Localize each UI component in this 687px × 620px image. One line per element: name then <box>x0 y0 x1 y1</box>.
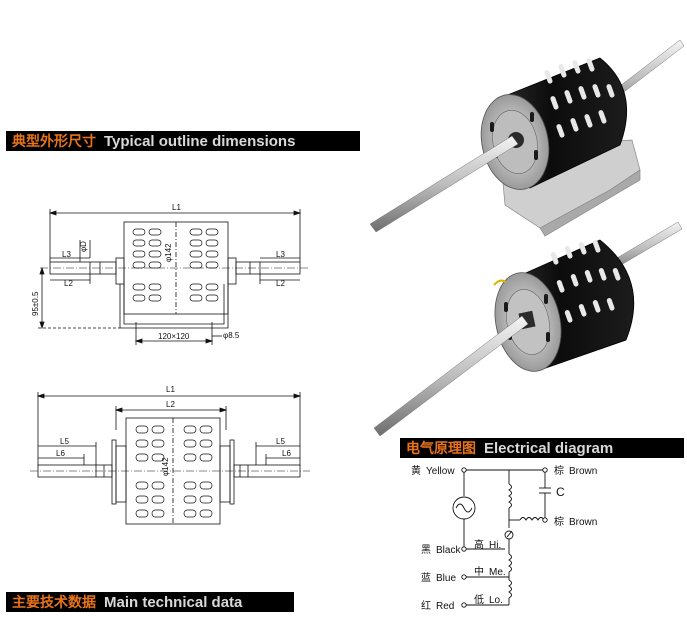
motor-photo-without-base <box>373 221 683 437</box>
tap-me-cn: 中 <box>474 565 484 578</box>
wire-brown2: Brown <box>569 517 597 528</box>
wire-yellow-cn: 黄 <box>411 464 421 477</box>
wire-black-cn: 黑 <box>421 544 431 556</box>
tap-lo: Lo. <box>489 595 503 606</box>
dim-L1-top: L1 <box>172 203 181 212</box>
electrical-diagram-banner: 电气原理图 Electrical diagram <box>400 438 684 458</box>
wire-brown1-cn: 棕 <box>554 464 564 477</box>
electrical-title-en: Electrical diagram <box>484 439 614 457</box>
wire-red-cn: 红 <box>421 599 431 612</box>
dim-L2-right: L2 <box>276 279 285 288</box>
dim-height: 95±0.5 <box>31 291 40 316</box>
dim-phiD: φD <box>79 241 88 252</box>
dim-base: 120×120 <box>158 332 190 341</box>
dim-L5-right: L5 <box>276 437 285 446</box>
wire-black: Black <box>436 545 461 556</box>
dim-L2-left: L2 <box>64 279 73 288</box>
technical-title-en: Main technical data <box>104 593 243 611</box>
dim-phi142-bottom: φ142 <box>161 457 170 476</box>
wire-brown1: Brown <box>569 466 597 477</box>
wire-brown2-cn: 棕 <box>554 515 564 528</box>
wire-red: Red <box>436 601 454 612</box>
dim-L2-bottom: L2 <box>166 400 175 409</box>
capacitor-label: C <box>556 485 565 499</box>
wire-blue-cn: 蓝 <box>421 572 431 584</box>
electrical-title-cn: 电气原理图 <box>406 441 476 457</box>
technical-data-banner: 主要技术数据 Main technical data <box>6 592 294 612</box>
dim-L1-bottom: L1 <box>166 385 175 394</box>
dim-phi142-top: φ142 <box>164 243 173 262</box>
tap-me: Me. <box>489 567 506 578</box>
tap-hi: Hi. <box>489 540 501 551</box>
dim-hole: φ8.5 <box>223 331 240 340</box>
top-outline-drawing <box>38 209 310 345</box>
outline-title-cn: 典型外形尺寸 <box>12 134 96 150</box>
wiring-diagram <box>452 467 551 608</box>
tap-lo-cn: 低 <box>474 593 484 606</box>
bottom-outline-drawing <box>30 392 310 525</box>
outline-title-en: Typical outline dimensions <box>104 132 296 150</box>
wire-blue: Blue <box>436 573 456 584</box>
wire-yellow: Yellow <box>426 466 455 477</box>
motor-photo-with-base <box>369 39 685 237</box>
dim-L3-right: L3 <box>276 250 285 259</box>
dim-L3-left: L3 <box>62 250 71 259</box>
outline-dimensions-banner: 典型外形尺寸 Typical outline dimensions <box>6 131 360 151</box>
technical-title-cn: 主要技术数据 <box>12 595 96 611</box>
dim-L5-left: L5 <box>60 437 69 446</box>
dim-L6-right: L6 <box>282 449 291 458</box>
tap-hi-cn: 高 <box>474 538 484 551</box>
dim-L6-left: L6 <box>56 449 65 458</box>
